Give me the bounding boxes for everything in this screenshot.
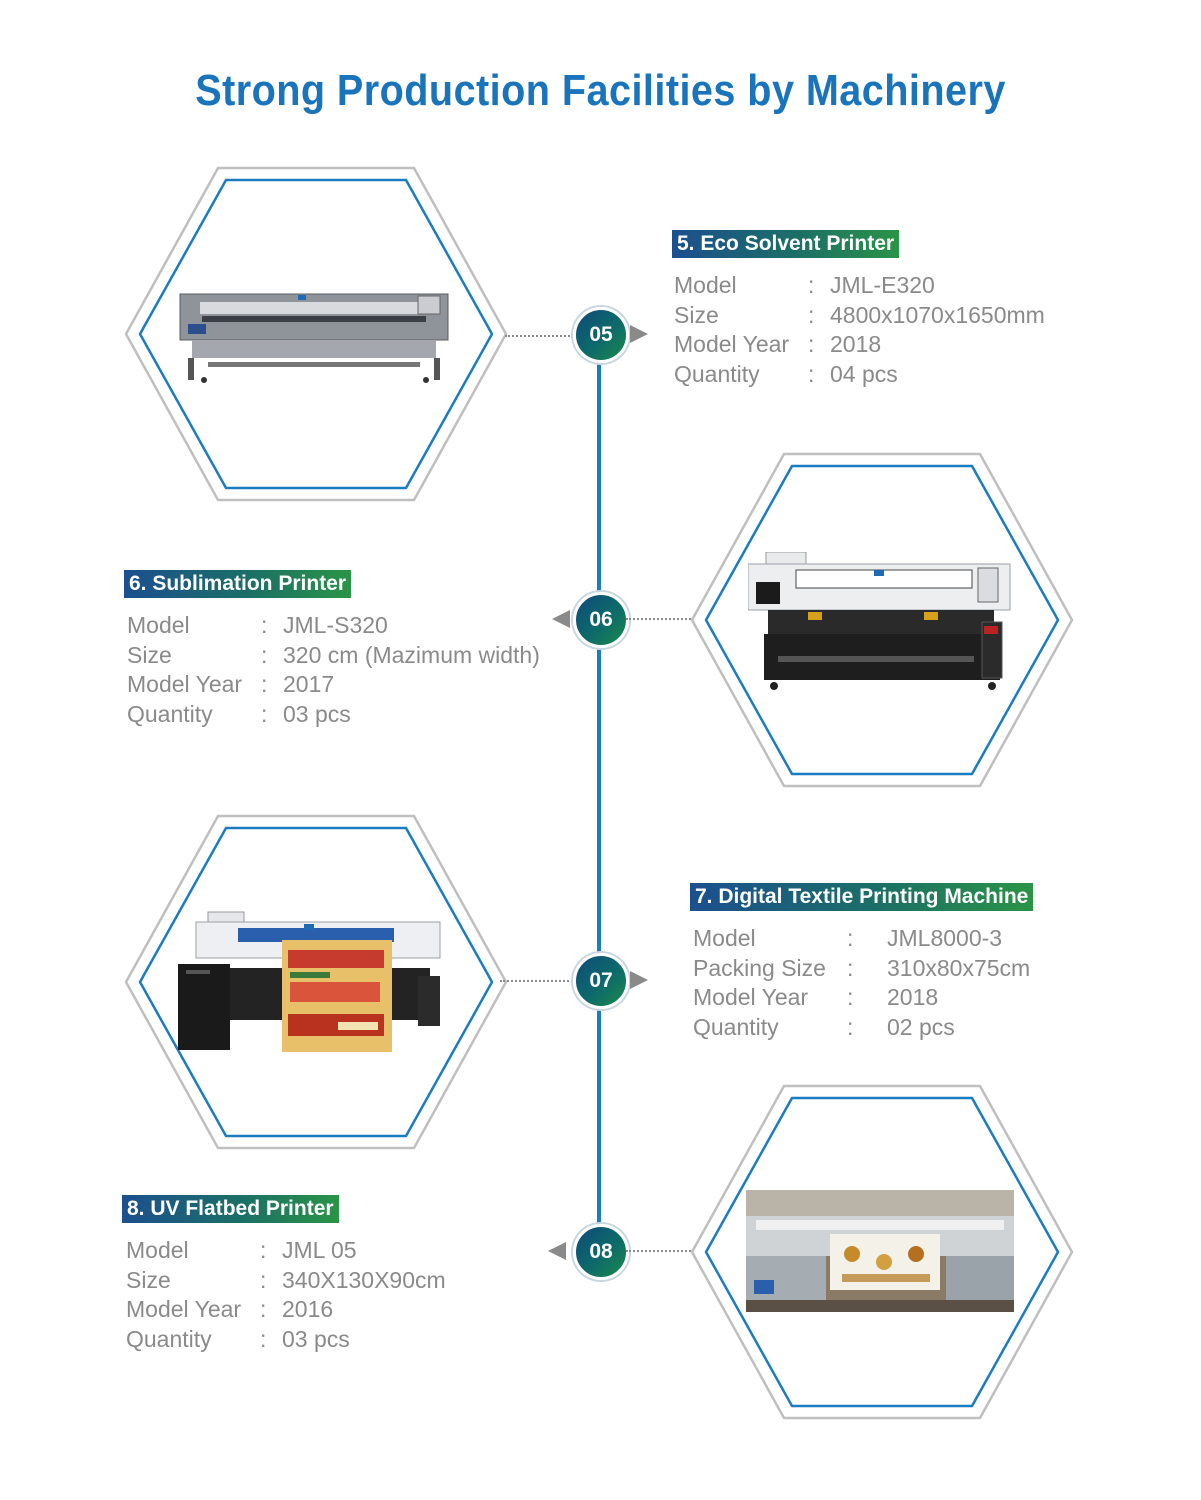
spec-row: Model : JML-S320 — [127, 612, 388, 638]
spec-row: Model Year : 2017 — [127, 671, 335, 697]
spec-row: Quantity : 02 pcs — [693, 1013, 955, 1040]
spec-row: Model Year : 2016 — [126, 1296, 334, 1322]
arrow-left-icon — [552, 610, 570, 628]
machine-07-title: 7. Digital Textile Printing Machine — [690, 883, 1034, 911]
page-title: Strong Production Facilities by Machiner… — [195, 66, 1006, 115]
machine-08-specs: Model : JML 05 Size : 340X130X90cm Model… — [126, 1236, 446, 1354]
timeline-node-07: 07 — [573, 953, 629, 1009]
arrow-left-icon — [548, 1242, 566, 1260]
timeline-line — [597, 330, 601, 1250]
machine-07-specs: Model : JML8000-3 Packing Size : 310x80x… — [693, 924, 1030, 1042]
machine-08-title: 8. UV Flatbed Printer — [122, 1195, 339, 1223]
spec-row: Size : 320 cm (Mazimum width) — [127, 641, 540, 668]
machine-05-title: 5. Eco Solvent Printer — [672, 230, 900, 258]
machine-05-specs: Model : JML-E320 Size : 4800x1070x1650mm… — [674, 271, 1045, 389]
spec-row: Model : JML-E320 — [674, 272, 935, 298]
timeline-node-05: 05 — [573, 307, 629, 363]
machine-06-specs: Model : JML-S320 Size : 320 cm (Mazimum … — [127, 611, 540, 729]
arrow-right-icon — [630, 325, 648, 343]
spec-row: Model : JML8000-3 — [693, 925, 1003, 951]
digital-textile-printing-machine-photo — [178, 910, 444, 1060]
spec-row: Size : 4800x1070x1650mm — [674, 301, 1045, 328]
connector-07 — [500, 980, 573, 982]
timeline-node-06: 06 — [573, 592, 629, 648]
connector-05 — [505, 335, 573, 337]
spec-row: Packing Size : 310x80x75cm — [693, 954, 1031, 981]
arrow-right-icon — [630, 971, 648, 989]
spec-row: Model : JML 05 — [126, 1237, 357, 1263]
timeline-node-08: 08 — [573, 1224, 629, 1280]
spec-row: Quantity : 03 pcs — [126, 1325, 350, 1352]
spec-row: Quantity : 03 pcs — [127, 700, 351, 727]
spec-row: Model Year : 2018 — [693, 984, 939, 1010]
sublimation-printer-photo — [747, 551, 1016, 692]
spec-row: Size : 340X130X90cm — [126, 1266, 446, 1293]
spec-row: Model Year : 2018 — [674, 331, 882, 357]
connector-08 — [626, 1250, 694, 1252]
spec-row: Quantity : 04 pcs — [674, 360, 898, 387]
machine-06-title: 6. Sublimation Printer — [124, 570, 352, 598]
uv-flatbed-printer-photo — [746, 1190, 1014, 1312]
connector-06 — [626, 618, 694, 620]
eco-solvent-printer-photo — [178, 290, 450, 385]
